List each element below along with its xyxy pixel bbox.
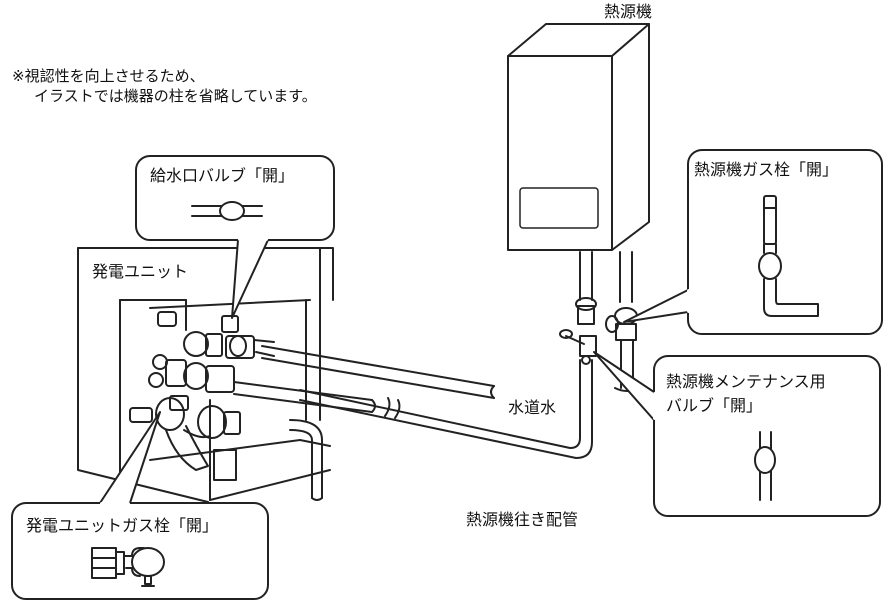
callout-heat-gas-cock: [623, 149, 883, 335]
maintenance-valve-callout-line2: バルブ「開」: [666, 396, 763, 415]
heat-gas-cock-callout-title: 熱源機ガス栓「開」: [694, 160, 839, 179]
unit-gas-cock-callout-title: 発電ユニットガス栓「開」: [26, 516, 219, 535]
callout-maintenance-valve: [593, 351, 881, 517]
visibility-note: ※視認性を向上させるため、 イラストでは機器の柱を省略しています。: [12, 66, 317, 106]
outgoing-pipe-label: 熱源機往き配管: [466, 510, 579, 529]
heat-source-label: 熱源機: [604, 2, 653, 21]
outgoing-pipe: [299, 359, 593, 459]
maintenance-valve-callout-line1: 熱源機メンテナンス用: [666, 372, 826, 391]
note-line-2: イラストでは機器の柱を省略しています。: [34, 87, 317, 105]
tap-water-label: 水道水: [508, 398, 557, 417]
supply-valve-callout-title: 給水口バルブ「開」: [150, 166, 295, 185]
callout-supply-valve: [135, 155, 335, 319]
unit-valves: [129, 311, 275, 471]
callout-unit-gas-cock: [11, 411, 269, 600]
heat-source-unit: [507, 23, 650, 251]
note-line-1: ※視認性を向上させるため、: [12, 67, 205, 85]
power-unit-label: 発電ユニット: [92, 262, 189, 281]
tap-water-pipe: [233, 345, 495, 413]
